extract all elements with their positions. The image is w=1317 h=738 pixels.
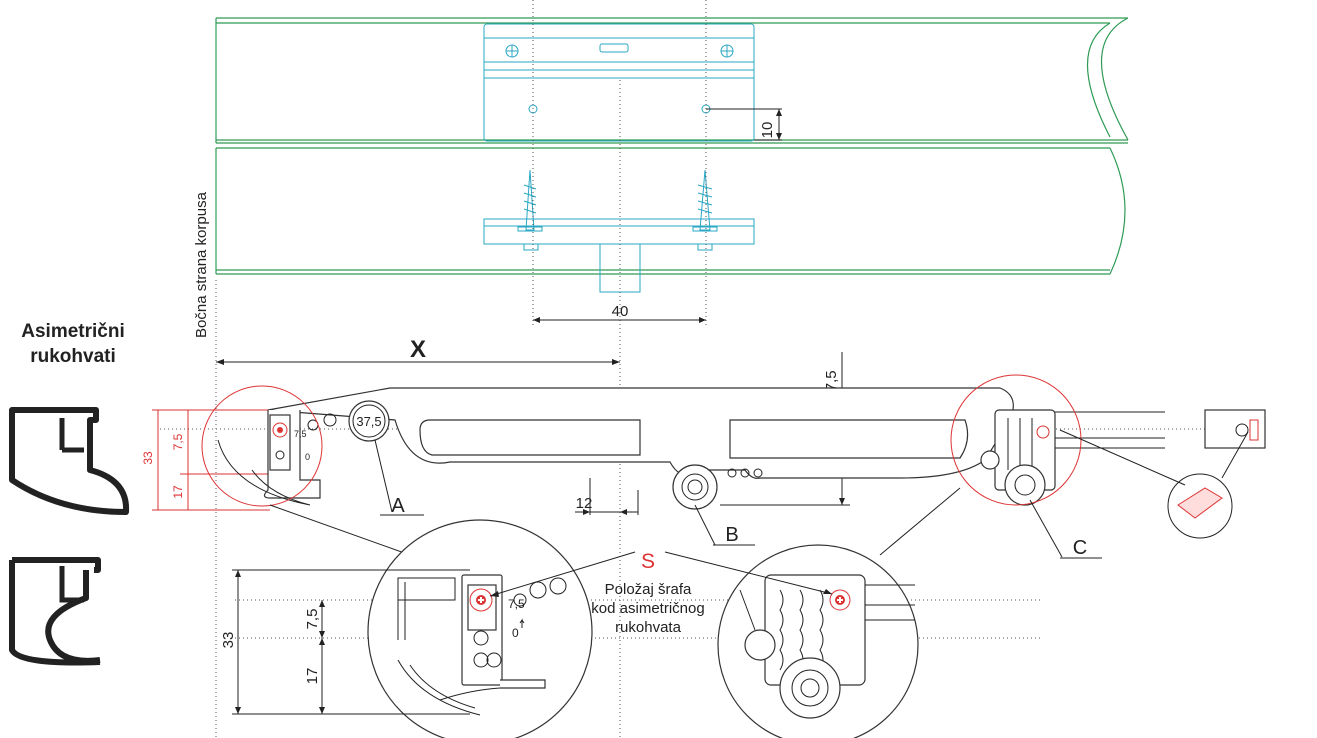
top-panel-view	[215, 17, 1129, 275]
profile-title-line1: Asimetrični	[21, 321, 124, 342]
dim-17-large-label: 17	[304, 668, 321, 685]
callout-c: C	[1029, 499, 1102, 559]
dim-10-label: 10	[759, 122, 776, 139]
dimension-40: 40	[533, 303, 706, 323]
dimension-10: 10	[706, 108, 782, 141]
dim-33-large-label: 33	[220, 632, 237, 649]
dim-40-label: 40	[612, 303, 629, 320]
dimension-x: X	[216, 336, 620, 365]
callout-c-label: C	[1073, 537, 1087, 559]
detail-circle-left: 7,5 0	[367, 519, 593, 738]
dim-0-large: 0	[512, 626, 519, 640]
dim-7-5-large-label: 7,5	[304, 609, 321, 630]
note-line2: kod asimetričnog	[591, 600, 704, 617]
dim-7-5-small-label: 7,5	[171, 433, 185, 450]
asymmetric-handle-profile-1	[9, 407, 130, 515]
dimension-12: 12	[575, 478, 639, 515]
mounting-plate-side	[483, 169, 755, 293]
detail-circle-right	[717, 544, 919, 738]
small-dimensions-main: 33 7,5 17	[141, 409, 270, 511]
note-line3: rukohvata	[615, 619, 682, 636]
asymmetric-handle-profile-2	[9, 557, 101, 666]
mounting-plate-top	[483, 23, 755, 142]
dim-0-small: 0	[305, 452, 310, 462]
dim-37-5-wheel-label: 37,5	[356, 414, 381, 429]
callout-b: B	[694, 504, 755, 546]
dim-7-5-detail-small: 7,5	[294, 429, 307, 439]
dim-x-label: X	[410, 336, 426, 363]
note-line1: Položaj šrafa	[605, 581, 692, 598]
construction-lines	[160, 0, 1265, 738]
callout-b-label: B	[725, 524, 738, 546]
dim-17-small-label: 17	[171, 485, 185, 499]
dim-7-5-detail-large: 7,5	[508, 597, 525, 611]
callout-a: A	[374, 439, 424, 517]
slider-mechanism: 7,5 0 37,5	[217, 387, 1266, 510]
callout-a-label: A	[391, 495, 405, 517]
dim-33-small-label: 33	[141, 451, 155, 465]
large-dimensions: 33 7,5 17	[220, 569, 470, 715]
screw-position-callout: S Položaj šrafa kod asimetričnog rukohva…	[489, 550, 833, 636]
dim-12-label: 12	[576, 495, 593, 512]
s-label: S	[641, 550, 655, 573]
side-panel-label: Bočna strana korpusa	[193, 191, 210, 338]
profile-title-line2: rukohvati	[30, 346, 116, 367]
